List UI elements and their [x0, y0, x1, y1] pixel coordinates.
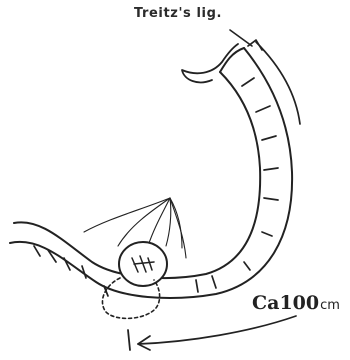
- fold-mark: [262, 136, 276, 140]
- fold-mark: [196, 280, 198, 292]
- fold-mark: [256, 106, 270, 112]
- lower-arrow-line: [138, 316, 296, 344]
- distance-label: Ca100cm: [252, 292, 340, 314]
- distance-unit: cm: [320, 298, 340, 313]
- fold-mark: [244, 262, 250, 270]
- fold-mark: [212, 276, 216, 288]
- distance-prefix: Ca: [252, 292, 279, 314]
- fold-mark: [242, 78, 254, 86]
- fold-mark: [262, 232, 272, 236]
- fold-mark: [264, 198, 278, 200]
- upper-arrow-head: [248, 40, 262, 50]
- upper-arrow-line: [256, 42, 300, 124]
- treitz-ligament-label: Treitz's lig.: [118, 6, 238, 21]
- fold-mark: [264, 168, 278, 170]
- ligament-marker: [230, 30, 252, 46]
- fold-mark: [34, 246, 40, 256]
- cut-line: [128, 330, 130, 350]
- distance-value: 100: [279, 292, 319, 314]
- cut-end-cuff: [182, 44, 238, 82]
